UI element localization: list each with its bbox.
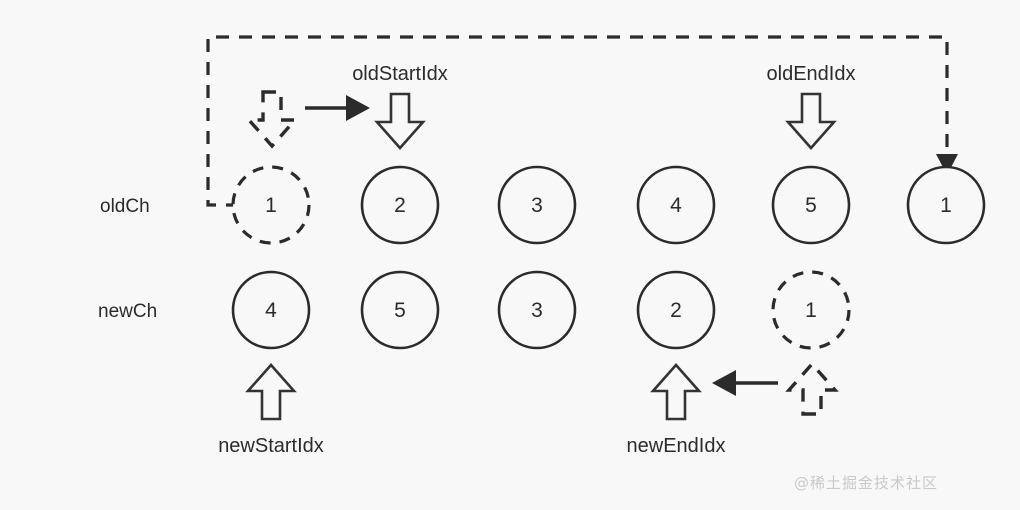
node-oldCh-3[interactable]: 4: [636, 165, 716, 245]
ghost-arrows-layer: [245, 90, 839, 416]
node-circle: [231, 165, 311, 245]
node-newCh-2[interactable]: 3: [497, 270, 577, 350]
node-newCh-4[interactable]: 1: [771, 270, 851, 350]
node-value: 2: [670, 299, 682, 322]
node-oldCh-5[interactable]: 1: [906, 165, 986, 245]
node-value: 3: [531, 194, 543, 217]
pointer-oldEndIdx: oldEndIdx: [767, 63, 856, 150]
node-value: 1: [265, 194, 277, 217]
node-circle: [231, 270, 311, 350]
node-value: 2: [394, 194, 406, 217]
move-arrow-head: [712, 370, 736, 396]
pointer-label-oldEndIdx: oldEndIdx: [767, 63, 856, 85]
node-value: 5: [805, 194, 817, 217]
node-value: 3: [531, 299, 543, 322]
node-value: 4: [670, 194, 682, 217]
node-circle: [906, 165, 986, 245]
row-label-newCh: newCh: [98, 301, 157, 322]
pointer-newEndIdx: newEndIdx: [627, 363, 726, 457]
move-arrow-old-start-move: [305, 95, 370, 121]
node-oldCh-2[interactable]: 3: [497, 165, 577, 245]
watermark: @稀土掘金技术社区: [794, 474, 938, 492]
node-circle: [636, 165, 716, 245]
node-oldCh-0[interactable]: 1: [231, 165, 311, 245]
pointers-layer: oldStartIdx oldEndIdx newStartIdx newEndIdx: [218, 63, 855, 457]
ghost-arrow-new-end-ghost: [785, 361, 839, 416]
node-move-path-layer: [206, 35, 958, 207]
node-value: 1: [805, 299, 817, 322]
pointer-oldStartIdx: oldStartIdx: [352, 63, 448, 150]
node-circle: [497, 165, 577, 245]
move-arrows-layer: [305, 95, 778, 396]
node-newCh-1[interactable]: 5: [360, 270, 440, 350]
node-row-newCh: 4 5 3 2 1: [231, 270, 851, 350]
node-circle: [771, 165, 851, 245]
node-value: 4: [265, 299, 277, 322]
node-newCh-3[interactable]: 2: [636, 270, 716, 350]
pointer-newStartIdx: newStartIdx: [218, 363, 324, 457]
node-value: 1: [940, 194, 952, 217]
node-rows-layer: 1 2 3 4 5 1 4 5 3 2 1: [231, 165, 986, 350]
pointer-arrow-newEndIdx: [650, 363, 702, 421]
move-arrow-new-end-move: [712, 370, 778, 396]
node-move-path-head: [936, 154, 958, 175]
node-oldCh-4[interactable]: 5: [771, 165, 851, 245]
node-value: 5: [394, 299, 406, 322]
node-circle: [636, 270, 716, 350]
node-circle: [497, 270, 577, 350]
pointer-label-oldStartIdx: oldStartIdx: [352, 63, 448, 85]
pointer-arrow-newStartIdx: [245, 363, 297, 421]
node-row-oldCh: 1 2 3 4 5 1: [231, 165, 986, 245]
node-circle: [360, 270, 440, 350]
pointer-arrow-oldStartIdx: [374, 92, 426, 150]
move-arrow-head: [346, 95, 370, 121]
pointer-arrow-oldEndIdx: [785, 92, 837, 150]
node-circle: [360, 165, 440, 245]
node-circle: [771, 270, 851, 350]
node-oldCh-1[interactable]: 2: [360, 165, 440, 245]
pointer-label-newEndIdx: newEndIdx: [627, 435, 726, 457]
row-label-oldCh: oldCh: [100, 196, 150, 217]
row-labels-layer: oldCh newCh: [98, 196, 157, 322]
node-move-path: [206, 35, 958, 207]
ghost-arrow-old-start-ghost: [245, 90, 299, 149]
pointer-label-newStartIdx: newStartIdx: [218, 435, 324, 457]
node-newCh-0[interactable]: 4: [231, 270, 311, 350]
